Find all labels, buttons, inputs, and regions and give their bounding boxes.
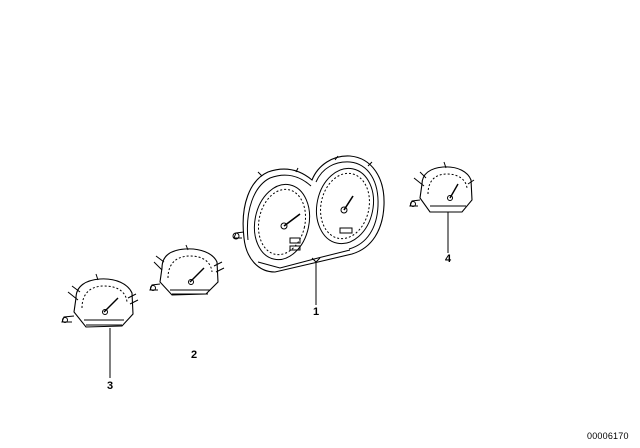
gauge-2 [149, 244, 225, 296]
tachometer-dial [253, 183, 311, 261]
gauge-4 [409, 161, 475, 213]
gauge-3 [61, 273, 139, 328]
instrument-cluster [232, 155, 385, 273]
callout-1: 1 [313, 306, 320, 318]
callout-2: 2 [191, 349, 198, 361]
speedometer-dial [315, 167, 375, 245]
callout-4: 4 [445, 253, 452, 265]
document-number: 00006170 [587, 431, 629, 441]
callout-3: 3 [107, 380, 114, 392]
